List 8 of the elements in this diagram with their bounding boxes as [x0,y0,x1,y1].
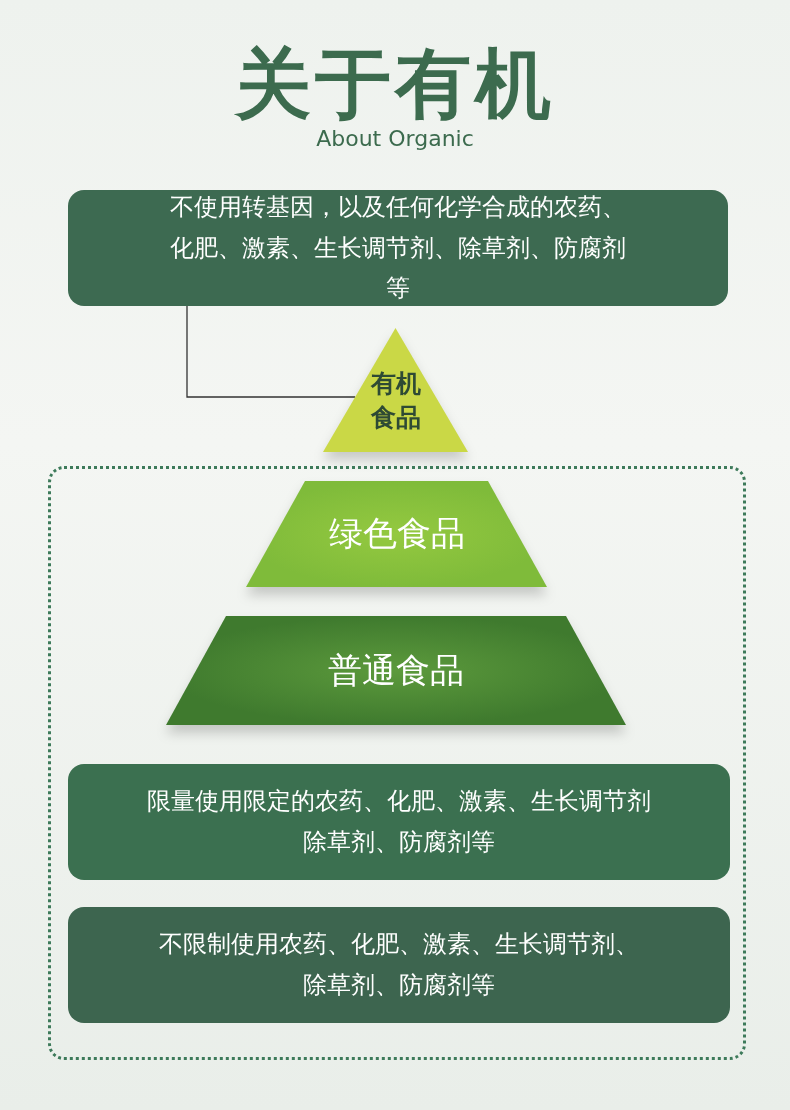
text-panel: 限量使用限定的农药、化肥、激素、生长调节剂除草剂、防腐剂等 [68,764,730,880]
pyramid-top: 有机食品 [323,328,468,452]
pyramid-tier: 绿色食品 [246,481,547,587]
pyramid-tier: 普通食品 [166,616,626,725]
dotted-frame [48,466,746,1060]
text-panel: 不使用转基因，以及任何化学合成的农药、化肥、激素、生长调节剂、除草剂、防腐剂等 [68,190,728,306]
text-panel: 不限制使用农药、化肥、激素、生长调节剂、除草剂、防腐剂等 [68,907,730,1023]
leader-line [186,305,356,398]
